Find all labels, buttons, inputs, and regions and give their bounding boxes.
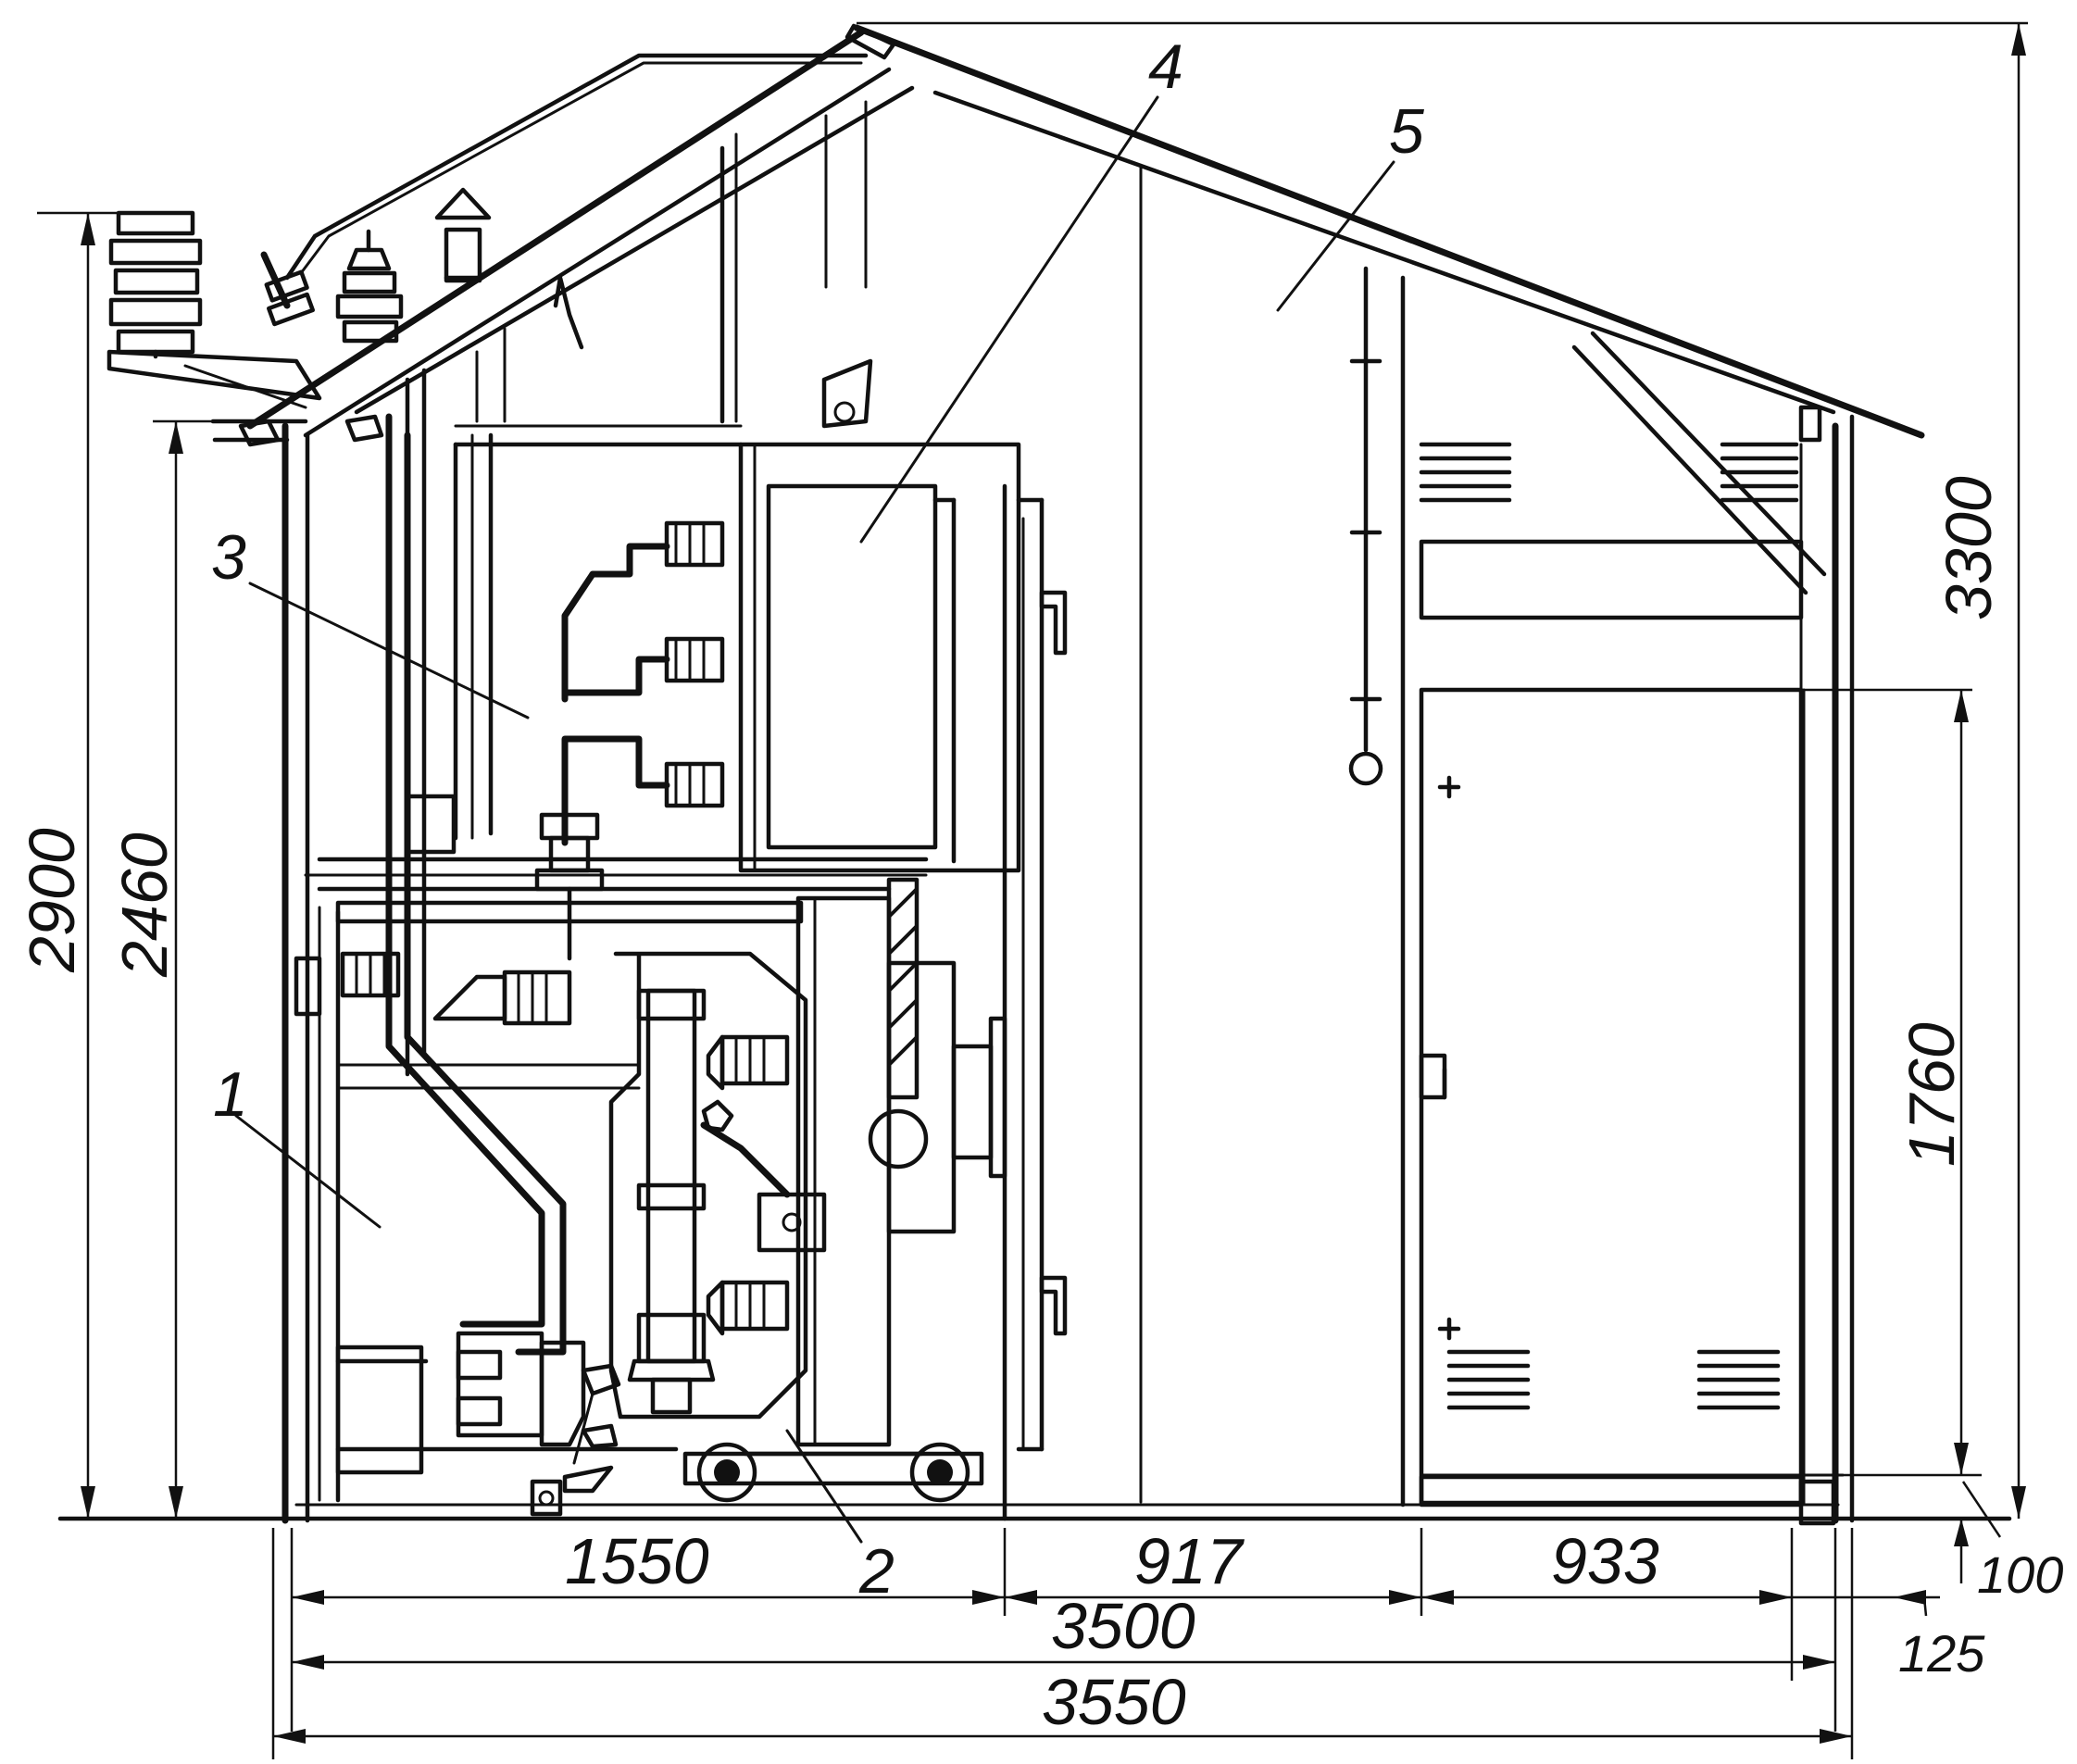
callout-4: 4 — [1148, 31, 1183, 102]
dim-933: 933 — [1551, 1525, 1659, 1597]
dim-3550: 3550 — [1042, 1666, 1186, 1738]
dim-1550: 1550 — [565, 1525, 709, 1597]
right-compartment — [1348, 266, 1845, 1526]
dim-2900: 2900 — [16, 828, 88, 973]
building-shell — [57, 23, 2012, 1524]
vent-louver-top — [1419, 442, 1799, 503]
dim-125: 125 — [1898, 1624, 1985, 1683]
callout-5: 5 — [1389, 96, 1424, 167]
dim-917: 917 — [1134, 1525, 1245, 1597]
dimension-labels: 1550 917 933 3500 3550 100 125 3300 2900… — [16, 476, 2063, 1738]
insulator-stack-left — [108, 210, 203, 359]
dim-100: 100 — [1977, 1545, 2063, 1604]
left-compartment — [294, 100, 1068, 1517]
callout-1: 1 — [213, 1059, 248, 1130]
dim-1760: 1760 — [1896, 1022, 1968, 1167]
roof-equipment — [106, 53, 869, 447]
callout-leaders — [234, 95, 1395, 1544]
callout-2: 2 — [858, 1536, 895, 1607]
dim-2460: 2460 — [108, 832, 181, 978]
vent-louver-bottom — [1446, 1349, 1781, 1410]
insulator-stack-middle — [335, 229, 404, 344]
dimension-lines — [37, 21, 2028, 1759]
callout-3: 3 — [211, 522, 246, 593]
dim-3500: 3500 — [1051, 1590, 1195, 1662]
post-insulator — [534, 812, 605, 961]
vent-cap — [434, 187, 492, 283]
insulator-tilted — [260, 251, 316, 327]
dim-3300: 3300 — [1933, 476, 2005, 620]
callout-labels: 1 2 3 4 5 — [211, 31, 1424, 1607]
